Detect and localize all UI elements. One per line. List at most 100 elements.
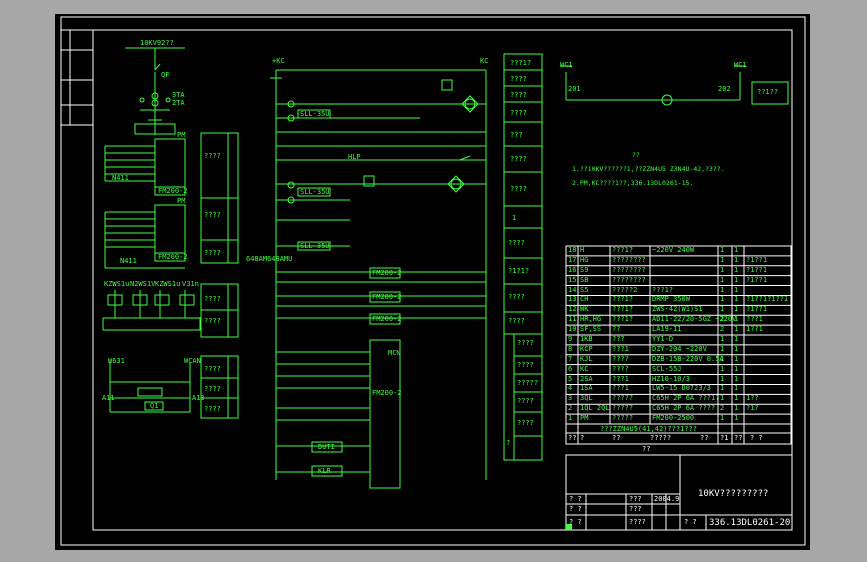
wc1-label-right: WC1 (734, 61, 747, 69)
col-label-10: ?1?1? (508, 267, 530, 275)
table-cell: 18 (568, 246, 577, 254)
table-cell: 2 (568, 404, 573, 413)
table-cell: 6 (568, 364, 573, 373)
table-cell: 4 (568, 384, 573, 393)
table-cell: 8 (568, 344, 573, 353)
note-2: 2.PM,KC????1??,336.13DL0261-15. (572, 179, 694, 187)
table-cell: 1 (734, 265, 739, 274)
table-cell: 1 (734, 344, 739, 353)
table-cell: 1 (720, 354, 725, 363)
table-cell: ZWS-42(W1)S1 (652, 305, 703, 314)
n411-label-2: N411 (120, 257, 137, 265)
col-label-12: ???? (508, 317, 525, 325)
table-cell: ???1? (612, 305, 634, 314)
table-cell: 1 (734, 394, 739, 403)
title-block-grid (565, 454, 793, 531)
table-cell: KJL (580, 354, 593, 363)
pm-label-2: PM (177, 197, 186, 205)
table-cell: ???????? (612, 275, 646, 284)
col-label-6: ???? (510, 185, 527, 193)
table-cell: ????? (612, 414, 634, 423)
table-cell: 1 (734, 305, 739, 314)
table-cell: SCL-55J (652, 364, 682, 373)
right-top-circuit (560, 65, 789, 106)
left-voltage-wiring (102, 290, 201, 331)
date-text: 2004.9 (654, 495, 680, 503)
plus-kc-label: +KC (272, 57, 285, 65)
table-cell: ???1? (612, 246, 634, 254)
table-cell: 1 (720, 394, 725, 403)
table-cell: 11 (568, 315, 577, 324)
table-cell: LW5-15 D0723/3 (652, 384, 712, 393)
table-cell: C65H 2P 6A ???1? (652, 394, 720, 403)
pm-box-label: FM200-2 (372, 389, 402, 397)
tb-r1-1: ??? (629, 495, 642, 503)
table-cell: WK (580, 305, 589, 314)
table-cell: ?1??1 (746, 265, 768, 274)
table-cell: 1 (720, 364, 725, 373)
left-table-7-text: ???? (204, 385, 221, 393)
table-cell: 1?? (746, 394, 759, 403)
node-202: 202 (718, 85, 731, 93)
right-top-box-text: ??1?? (757, 88, 779, 96)
col-label-9: ???? (508, 239, 525, 247)
node-201: 201 (568, 85, 581, 93)
table-cell: 1 (734, 335, 739, 343)
table-cell: 1 (734, 354, 739, 363)
kv-label-3: KZWS1u (155, 280, 181, 288)
pm-label-1: PM (177, 131, 186, 139)
table-cell: 1 (720, 275, 725, 284)
kv-label-1: KZWS1u (104, 280, 130, 288)
table-cell: ?1??1?1??1 (746, 295, 789, 304)
col-label-0: ???1? (510, 59, 532, 67)
table-cell: 1 (734, 414, 739, 423)
table-cell: ??? (612, 335, 625, 343)
table-cell: LA19-11 (652, 325, 682, 334)
left-table-3-text: ???? (204, 249, 221, 257)
wcm-label: W631 (108, 357, 125, 365)
a11-label: A11 (102, 394, 115, 402)
table-cell: ?1? (746, 404, 759, 413)
table-cell: ?1??1 (746, 255, 768, 264)
left-table-8-text: ???? (204, 405, 221, 413)
col-label-11: ???? (508, 293, 525, 301)
table-cell: 1??1 (746, 325, 763, 334)
fm-label-1: FM200-2 (158, 187, 188, 195)
table-cell: 13 (568, 295, 577, 304)
fm-box-label-3: FM200-2 (372, 315, 402, 323)
col-label-13: ? (506, 439, 511, 447)
table-cell: 10 (568, 325, 577, 334)
col-sub-11: ???? (517, 397, 534, 405)
n411-label-1: N411 (112, 174, 129, 182)
tb-r2-0: ? ? (569, 505, 582, 513)
sll-label-3: SLL-35U (300, 242, 330, 250)
table-cell: 1QL 2QL (580, 404, 610, 413)
table-cell: ?1??1 (746, 275, 768, 284)
table-cell: ???1 (612, 384, 629, 393)
table-cell: 2 (720, 325, 725, 334)
table-cell: AD11-22/20-5GZ ~220V (652, 315, 737, 324)
table-cell: ?? (612, 325, 621, 334)
fm-box-label-2: FM200-2 (372, 293, 402, 301)
table-cell: DRMP 350W (652, 295, 690, 304)
kv-label-2: N2WS1V (130, 280, 156, 288)
control-bus-left (270, 69, 487, 480)
table-cell: ???????? (612, 265, 646, 274)
table-cell: 1 (734, 246, 739, 254)
table-cell: 1 (720, 285, 725, 294)
mcn-label: MCN (388, 349, 401, 357)
sll-label-2: SLL-35U (300, 188, 330, 196)
left-closing-circuit (109, 362, 191, 413)
table-cell: 3 (568, 394, 573, 403)
table-cell: ???1? (652, 285, 674, 294)
table-cell: DZY-204 ~220V (652, 344, 707, 353)
table-cell: ?1??1 (746, 305, 768, 314)
wc1-label-left: WC1 (560, 61, 573, 69)
table-cell: HG (580, 255, 589, 264)
table-cell: 1SA (580, 384, 593, 393)
table-cell: ???1? (612, 315, 634, 324)
table-cell: 1KB (580, 335, 593, 343)
table-cell: 2SA (580, 374, 593, 383)
col-label-5: ???? (510, 155, 527, 163)
